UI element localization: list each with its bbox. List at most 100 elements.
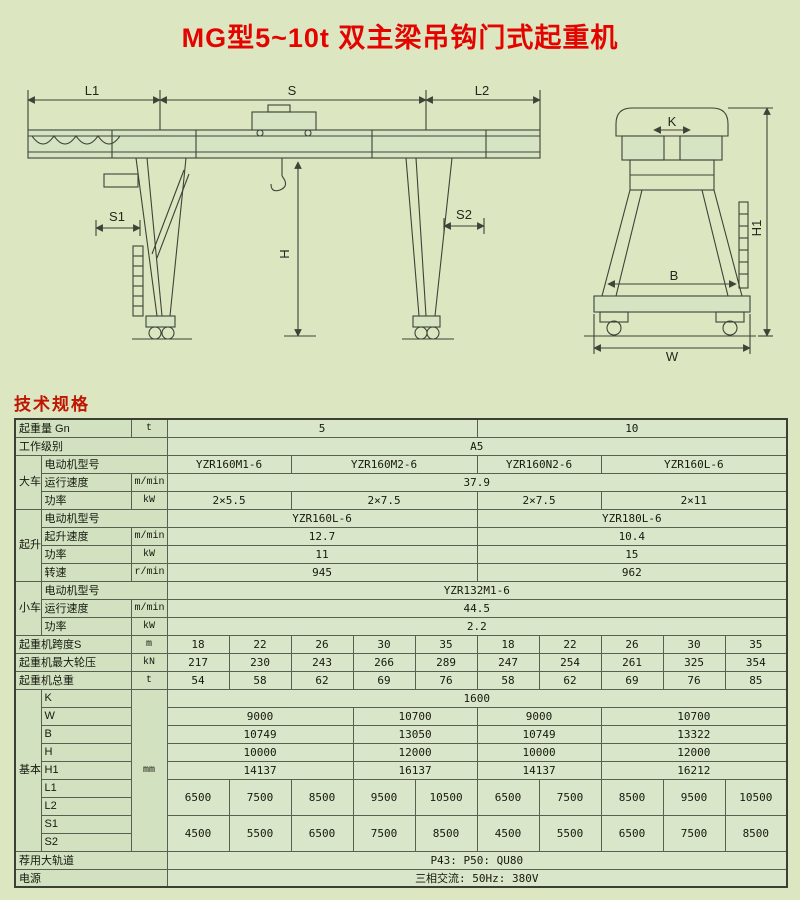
row-label-cell: 功率 bbox=[40, 616, 132, 636]
unit-cell: m/min bbox=[130, 598, 168, 618]
value-cell: 三相交流: 50Hz: 380V bbox=[166, 868, 788, 888]
value-cell: 10700 bbox=[600, 706, 788, 726]
row-label-cell: 电源 bbox=[14, 868, 168, 888]
value-cell: 26 bbox=[290, 634, 354, 654]
value-cell: 14137 bbox=[476, 760, 602, 780]
unit-cell: kW bbox=[130, 616, 168, 636]
dim-label-w: W bbox=[666, 349, 679, 364]
row-label-cell: 起重量 Gn bbox=[14, 418, 132, 438]
dim-label-b: B bbox=[670, 268, 679, 283]
value-cell: 10000 bbox=[166, 742, 354, 762]
dim-label-h: H bbox=[277, 249, 292, 258]
value-cell: 4500 bbox=[166, 814, 230, 852]
unit-cell: kW bbox=[130, 544, 168, 564]
value-cell: 7500 bbox=[228, 778, 292, 816]
value-cell: 37.9 bbox=[166, 472, 788, 492]
unit-cell: m bbox=[130, 634, 168, 654]
row-label-cell: H1 bbox=[40, 760, 132, 780]
crane-side-view bbox=[584, 107, 773, 354]
unit-cell: t bbox=[130, 418, 168, 438]
crane-drawing-svg: L1 S L2 S1 S2 H K B W H1 bbox=[27, 83, 773, 364]
row-label-cell: S1 bbox=[40, 814, 132, 834]
value-cell: 58 bbox=[476, 670, 540, 690]
dim-label-s1: S1 bbox=[109, 209, 125, 224]
table-row: 大车 运行 机构电动机型号YZR160M1-6YZR160M2-6YZR160N… bbox=[14, 454, 788, 510]
value-cell: YZR160L-6 bbox=[600, 454, 788, 474]
value-cell: 6500 bbox=[166, 778, 230, 816]
value-cell: A5 bbox=[166, 436, 788, 456]
value-cell: 9000 bbox=[476, 706, 602, 726]
value-cell: 26 bbox=[600, 634, 664, 654]
value-cell: 2.2 bbox=[166, 616, 788, 636]
value-cell: 13322 bbox=[600, 724, 788, 744]
value-cell: 2×7.5 bbox=[476, 490, 602, 510]
value-cell: 85 bbox=[724, 670, 788, 690]
unit-cell: t bbox=[130, 670, 168, 690]
value-cell: 6500 bbox=[600, 814, 664, 852]
row-label-cell: K bbox=[40, 688, 132, 708]
value-cell: 7500 bbox=[662, 814, 726, 852]
value-cell: 9500 bbox=[352, 778, 416, 816]
value-cell: YZR160M2-6 bbox=[290, 454, 478, 474]
value-cell: 261 bbox=[600, 652, 664, 672]
unit-cell: m/min bbox=[130, 526, 168, 546]
unit-cell: kN bbox=[130, 652, 168, 672]
value-cell: 10.4 bbox=[476, 526, 788, 546]
row-label-cell: L1 bbox=[40, 778, 132, 798]
value-cell: 266 bbox=[352, 652, 416, 672]
row-label-cell: H bbox=[40, 742, 132, 762]
group-label-cell: 大车 运行 机构 bbox=[14, 454, 42, 510]
table-row: 电源三相交流: 50Hz: 380V bbox=[14, 868, 788, 888]
value-cell: 2×7.5 bbox=[290, 490, 478, 510]
dim-label-l1: L1 bbox=[85, 83, 99, 98]
value-cell: 13050 bbox=[352, 724, 478, 744]
value-cell: 69 bbox=[352, 670, 416, 690]
dim-label-l2: L2 bbox=[475, 83, 489, 98]
row-label-cell: 电动机型号 bbox=[40, 454, 168, 474]
value-cell: 5 bbox=[166, 418, 478, 438]
unit-cell: r/min bbox=[130, 562, 168, 582]
row-label-cell: S2 bbox=[40, 832, 132, 852]
value-cell: 5500 bbox=[228, 814, 292, 852]
section-heading: 技术规格 bbox=[14, 395, 90, 414]
value-cell: 9000 bbox=[166, 706, 354, 726]
value-cell: 254 bbox=[538, 652, 602, 672]
row-label-cell: W bbox=[40, 706, 132, 726]
value-cell: 4500 bbox=[476, 814, 540, 852]
value-cell: 12000 bbox=[352, 742, 478, 762]
table-row: L2 bbox=[15, 796, 787, 816]
dim-label-h1: H1 bbox=[749, 220, 764, 237]
row-label-cell: L2 bbox=[40, 796, 132, 816]
dim-label-k: K bbox=[668, 114, 677, 129]
row-label-cell: 起重机总重 bbox=[14, 670, 132, 690]
value-cell: 10749 bbox=[476, 724, 602, 744]
value-cell: 58 bbox=[228, 670, 292, 690]
unit-cell: mm bbox=[130, 688, 168, 852]
value-cell: 22 bbox=[228, 634, 292, 654]
value-cell: 289 bbox=[414, 652, 478, 672]
unit-cell: m/min bbox=[130, 472, 168, 492]
dim-label-s2: S2 bbox=[456, 207, 472, 222]
value-cell: 354 bbox=[724, 652, 788, 672]
row-label-cell: 电动机型号 bbox=[40, 508, 168, 528]
value-cell: 18 bbox=[166, 634, 230, 654]
value-cell: 30 bbox=[352, 634, 416, 654]
row-label-cell: 运行速度 bbox=[40, 598, 132, 618]
value-cell: 62 bbox=[290, 670, 354, 690]
value-cell: 10749 bbox=[166, 724, 354, 744]
value-cell: 76 bbox=[414, 670, 478, 690]
value-cell: 76 bbox=[662, 670, 726, 690]
value-cell: YZR132M1-6 bbox=[166, 580, 788, 600]
